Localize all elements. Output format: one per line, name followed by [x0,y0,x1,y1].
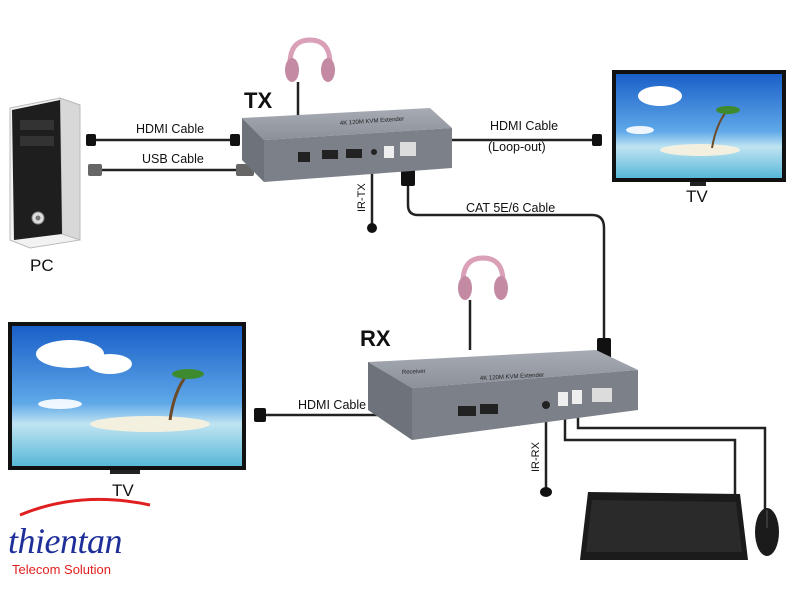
keyboard-icon [580,492,748,560]
pc-label: PC [30,256,54,275]
usb-keyboard-line [563,415,737,495]
hdmi-plug-tv [592,134,602,146]
hdmi-cable-pc-label: HDMI Cable [136,122,205,136]
tv-top-label: TV [686,187,708,206]
tx-device-text: 4K 120M KVM Extender [340,117,405,127]
cat-cable-line [406,180,606,340]
headphone-tx-icon [285,37,335,82]
tx-label: TX [244,88,273,113]
mouse-icon [755,508,779,556]
cat-cable-label: CAT 5E/6 Cable [466,201,556,215]
logo-mark [19,497,151,517]
hdmi-cable-rx-label: HDMI Cable [298,398,367,412]
ir-tx-label: IR-TX [356,183,368,212]
usb-plug-pc [88,164,102,176]
ir-rx-sensor [540,487,552,497]
headphone-rx-icon [458,255,508,300]
hdmi-plug-tv-left [254,408,266,422]
tv-left-label: TV [112,481,134,500]
logo-name: thientan [8,521,122,561]
hdmi-cable-loop-label: HDMI Cable [490,119,559,133]
ir-rx-label: IR-RX [530,442,542,472]
pc-tower [9,97,81,249]
hdmi-plug-tx [230,134,240,146]
tv-top-right [612,70,786,186]
logo-tagline: Telecom Solution [12,562,111,577]
rx-device: 4K 120M KVM Extender Receiver [368,350,638,440]
rx-device-text: 4K 120M KVM Extender [480,373,545,382]
cables [93,82,767,510]
usb-cable-label: USB Cable [142,152,204,166]
ir-tx-sensor [367,223,377,233]
hdmi-plug-pc [86,134,96,146]
rx-label: RX [360,326,391,351]
tv-bottom-left [8,322,246,474]
rx-receiver-text: Receiver [402,369,426,376]
tx-device: 4K 120M KVM Extender [242,108,452,182]
loop-out-label: (Loop-out) [488,140,546,154]
usb-mouse-line [576,415,767,510]
